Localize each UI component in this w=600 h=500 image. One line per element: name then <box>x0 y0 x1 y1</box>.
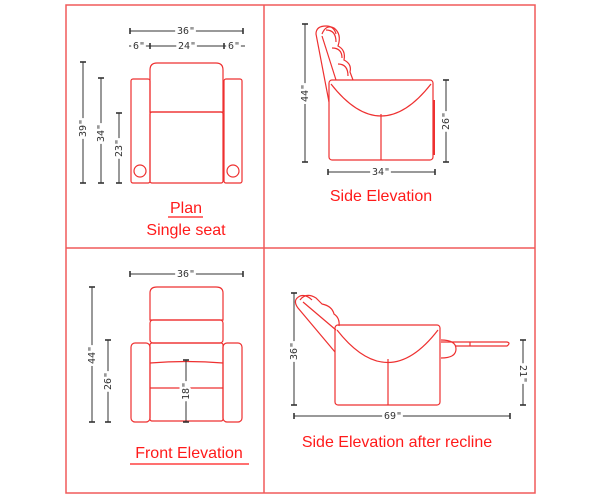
plan-title: Plan <box>170 200 202 217</box>
dim-arm-height: 26" <box>441 112 452 130</box>
recline-panel: 36" 21" 69" Side Elevation after recline <box>287 292 531 451</box>
dim-seat-height: 18" <box>181 382 192 400</box>
dim-footrest-height: 21" <box>517 365 528 383</box>
grid-frame <box>65 4 536 494</box>
dim-height: 36" <box>289 342 300 360</box>
dim-width: 36" <box>177 269 195 280</box>
front-elevation-title: Front Elevation <box>135 445 243 462</box>
dim-seat-depth: 23" <box>114 139 125 157</box>
recline-dimensions: 36" 21" 69" <box>287 292 531 425</box>
dim-arm-left: 6" <box>133 41 145 52</box>
dim-arm-depth: 34" <box>96 124 107 142</box>
dim-arm-height: 26" <box>103 372 114 390</box>
plan-chair-drawing <box>130 62 243 184</box>
dim-overall-width: 36" <box>177 26 195 37</box>
plan-dimensions: 36" 6" 24" 6" 39" 34" 23" <box>76 24 245 184</box>
dim-depth: 34" <box>372 167 390 178</box>
plan-subtitle: Single seat <box>146 222 226 239</box>
recline-title: Side Elevation after recline <box>302 434 492 451</box>
recline-chair-drawing <box>294 294 510 406</box>
dim-height: 44" <box>87 346 98 364</box>
dim-length: 69" <box>384 411 402 422</box>
cupholder-icon <box>133 164 147 178</box>
dim-depth: 39" <box>78 119 89 137</box>
dim-arm-right: 6" <box>228 41 240 52</box>
front-dimensions: 36" 44" 26" 18" <box>85 267 244 423</box>
front-elevation-panel: 36" 44" 26" 18" Front Elevation <box>85 267 249 465</box>
dim-seat-width: 24" <box>178 41 196 52</box>
plan-panel: 36" 6" 24" 6" 39" 34" 23" Plan Single se… <box>76 24 245 239</box>
side-elevation-title: Side Elevation <box>330 188 432 205</box>
cupholder-icon <box>226 164 240 178</box>
side-dimensions: 44" 26" 34" <box>298 23 455 181</box>
side-elevation-panel: 44" 26" 34" Side Elevation <box>298 23 455 205</box>
dim-height: 44" <box>300 84 311 102</box>
side-chair-drawing <box>315 25 435 161</box>
